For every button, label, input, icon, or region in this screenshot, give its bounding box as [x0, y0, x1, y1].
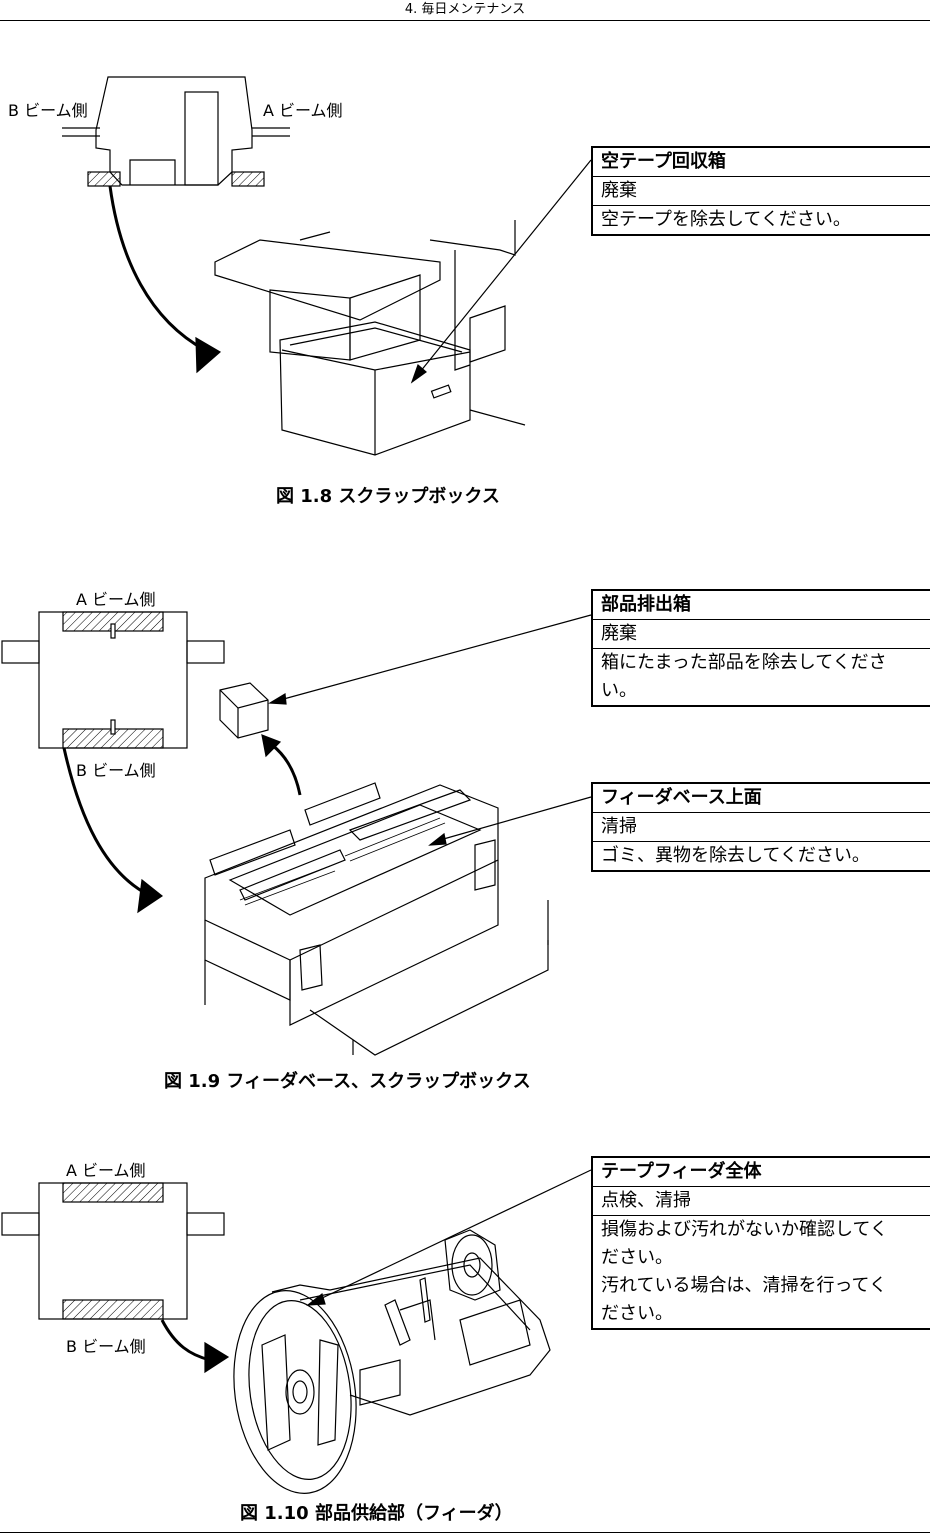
callout-action: 清掃	[593, 812, 930, 841]
callout-title: フィーダベース上面	[593, 784, 930, 812]
label-a-beam-side: A ビーム側	[66, 1157, 146, 1181]
machine-top-view-fig3	[2, 1183, 224, 1319]
machine-top-view-fig2	[2, 612, 224, 748]
label-a-beam-side: A ビーム側	[263, 97, 343, 121]
callout-box-parts-eject-bin: 部品排出箱 廃棄 箱にたまった部品を除去してくださ い。	[591, 589, 930, 707]
label-b-beam-side: B ビーム側	[8, 97, 88, 121]
callout-title: 空テープ回収箱	[593, 148, 930, 176]
callout-box-tape-feeder: テープフィーダ全体 点検、清掃 損傷および汚れがないか確認してく ださい。 汚れ…	[591, 1156, 930, 1330]
label-b-beam-side: B ビーム側	[66, 1333, 146, 1357]
figure-caption-1-9: 図 1.9 フィーダベース、スクラップボックス	[164, 1067, 531, 1093]
curved-arrow-fig1	[110, 186, 205, 350]
footer-rule	[0, 1532, 930, 1533]
callout-leader-fig2a	[280, 615, 591, 700]
callout-description: ゴミ、異物を除去してください。	[593, 841, 930, 870]
label-a-beam-side: A ビーム側	[76, 586, 156, 610]
label-b-beam-side: B ビーム側	[76, 757, 156, 781]
callout-action: 廃棄	[593, 619, 930, 648]
callout-title: 部品排出箱	[593, 591, 930, 619]
tape-feeder-illustration	[221, 1230, 550, 1501]
callout-box-empty-tape-bin: 空テープ回収箱 廃棄 空テープを除去してください。	[591, 146, 930, 236]
figure-caption-1-8: 図 1.8 スクラップボックス	[276, 482, 500, 508]
scrap-box-illustration	[215, 220, 525, 455]
callout-description: 空テープを除去してください。	[593, 205, 930, 234]
callout-action: 点検、清掃	[593, 1186, 930, 1215]
callout-description: 損傷および汚れがないか確認してく ださい。 汚れている場合は、清掃を行ってく だ…	[593, 1215, 930, 1328]
curved-arrow-fig3	[162, 1320, 210, 1360]
machine-top-view-fig1	[62, 77, 290, 186]
callout-description: 箱にたまった部品を除去してくださ い。	[593, 648, 930, 705]
callout-action: 廃棄	[593, 176, 930, 205]
callout-box-feeder-base-top: フィーダベース上面 清掃 ゴミ、異物を除去してください。	[591, 782, 930, 872]
figure-caption-1-10: 図 1.10 部品供給部（フィーダ）	[240, 1499, 513, 1525]
callout-leader-fig2b	[440, 797, 591, 840]
callout-title: テープフィーダ全体	[593, 1158, 930, 1186]
parts-eject-box-illustration	[220, 683, 268, 738]
